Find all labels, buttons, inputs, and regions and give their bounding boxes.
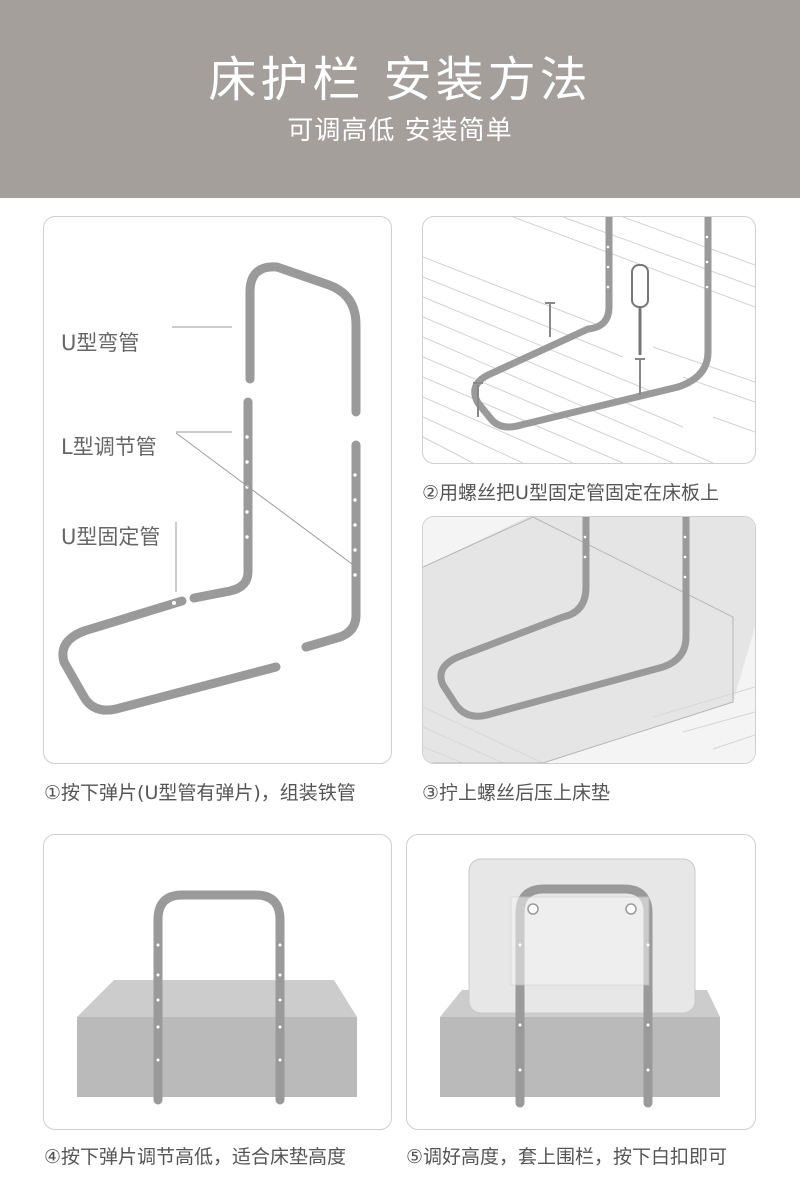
mattress-front [440, 1017, 720, 1097]
step5-illustration-panel [406, 834, 756, 1130]
mattress-front [77, 1017, 357, 1097]
u-fixed-tube-under-mattress [437, 517, 690, 720]
step1-illustration-panel: U型弯管 L型调节管 U型固定管 [43, 216, 392, 764]
u-fixed-tube [58, 596, 281, 715]
step5-caption: ⑤调好高度，套上围栏，按下白扣即可 [406, 1146, 728, 1168]
page-title: 床护栏 安装方法 [208, 52, 592, 108]
mattress-press-diagram [423, 517, 755, 763]
mattress-top [77, 980, 357, 1017]
height-adjust-diagram [77, 890, 357, 1105]
page-subtitle: 可调高低 安装简单 [287, 116, 513, 146]
white-button-icon [527, 903, 539, 915]
step4-illustration-panel [43, 834, 392, 1130]
fence-fitted-diagram [440, 858, 720, 1108]
screwdriver-icon [631, 264, 649, 355]
guardrail-tube-frame [153, 890, 285, 1105]
label-u-bend-tube: U型弯管 [61, 331, 140, 355]
step3-caption: ③拧上螺丝后压上床垫 [422, 782, 611, 804]
label-u-fixed-tube: U型固定管 [61, 525, 161, 549]
tube-assembly-diagram [58, 262, 361, 715]
step2-caption: ②用螺丝把U型固定管固定在床板上 [422, 482, 719, 504]
mattress-shape [423, 517, 755, 763]
step4-caption: ④按下弹片调节高低，适合床垫高度 [44, 1146, 347, 1168]
label-l-adjust-tube: L型调节管 [61, 435, 157, 459]
u-fixed-tube-mounted [471, 217, 712, 431]
header-banner: 床护栏 安装方法 可调高低 安装简单 [0, 0, 800, 198]
step3-illustration-panel [422, 516, 756, 764]
white-button-icon [625, 903, 637, 915]
step2-illustration-panel [422, 216, 756, 464]
l-adjust-tube-left [189, 397, 253, 603]
step1-caption: ①按下弹片(U型管有弹片)，组装铁管 [44, 782, 356, 804]
u-bend-tube [245, 262, 361, 417]
l-adjust-tube-right [301, 440, 361, 652]
screw-fixing-diagram [423, 217, 755, 463]
